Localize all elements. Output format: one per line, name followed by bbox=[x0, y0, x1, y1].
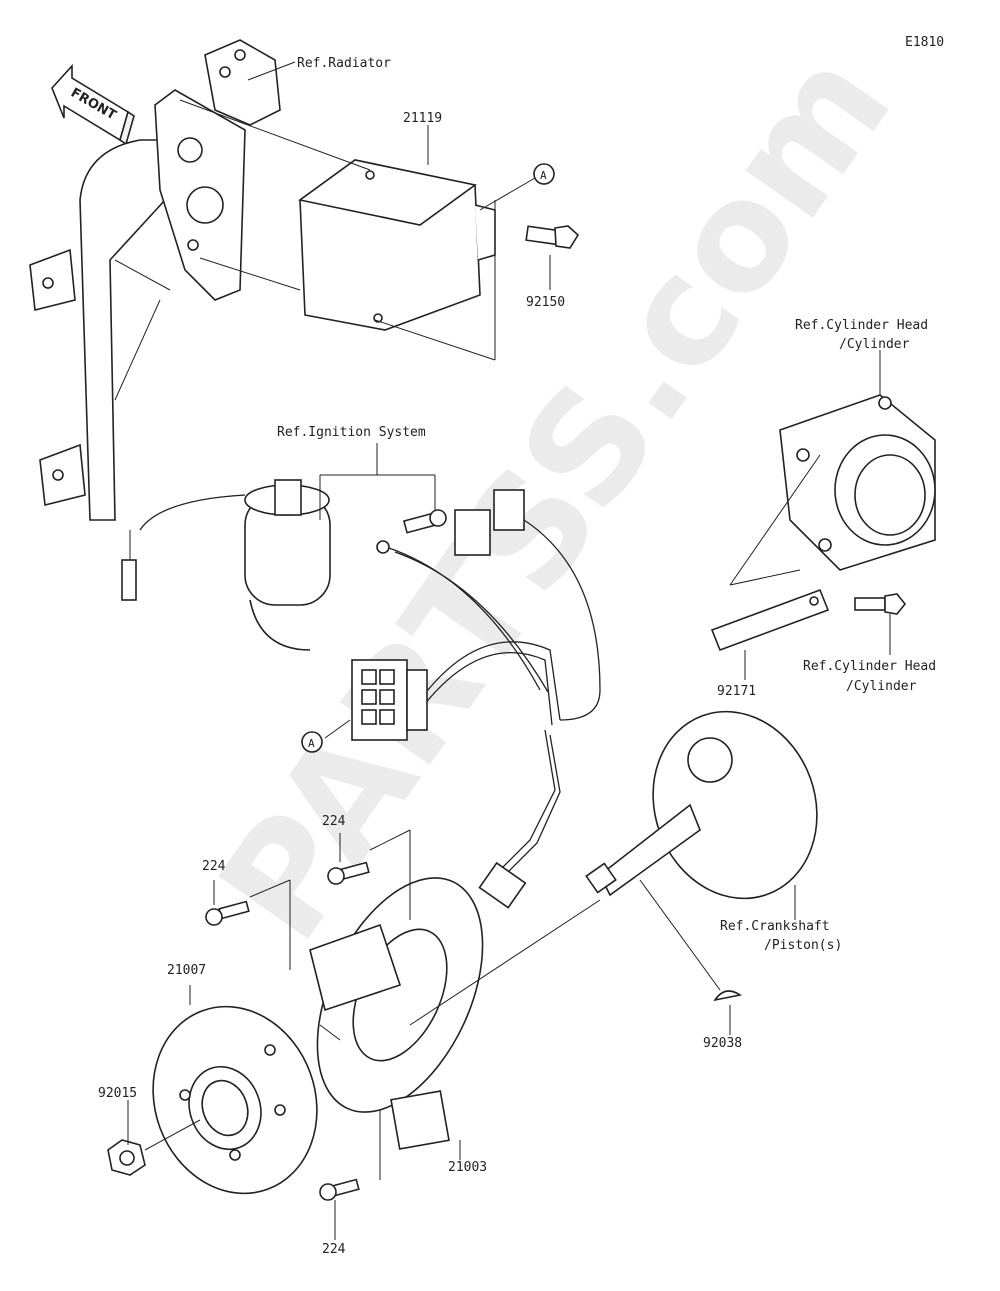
cylinder-head bbox=[779, 394, 936, 571]
ignition-coil bbox=[121, 479, 331, 651]
frame-bracket bbox=[29, 39, 281, 521]
cdi-unit-21119 bbox=[298, 159, 496, 331]
label-ref-radiator: Ref.Radiator bbox=[297, 56, 391, 71]
screw-224-top bbox=[327, 861, 370, 885]
label-92038: 92038 bbox=[703, 1036, 742, 1051]
label-224-top: 224 bbox=[322, 814, 346, 829]
label-92171: 92171 bbox=[717, 684, 756, 699]
diagram-id: E1810 bbox=[905, 35, 944, 50]
label-21007: 21007 bbox=[167, 963, 206, 978]
nut-92015 bbox=[107, 1139, 146, 1176]
label-ref-ignition: Ref.Ignition System bbox=[277, 425, 426, 440]
stator-21003 bbox=[309, 877, 484, 1150]
label-ref-crank-2: /Piston(s) bbox=[764, 938, 842, 953]
bolt-92150 bbox=[525, 225, 580, 249]
connector-6pin bbox=[351, 659, 428, 741]
bolt-cylinder-head bbox=[854, 593, 907, 615]
label-ref-cyl-head-top-1: Ref.Cylinder Head bbox=[795, 318, 928, 333]
leader-lines bbox=[127, 61, 891, 1240]
screw-224-left bbox=[205, 900, 250, 926]
wiring-harness bbox=[376, 489, 601, 909]
label-marker-a-top: A bbox=[540, 169, 547, 182]
flywheel-21007 bbox=[152, 1005, 318, 1195]
key-92038 bbox=[713, 990, 743, 1002]
label-ref-crank-1: Ref.Crankshaft bbox=[720, 919, 830, 934]
crankshaft bbox=[585, 710, 818, 900]
coil-screw bbox=[402, 509, 447, 534]
callout-labels: Ref.Radiator 21119 A 92150 Ref.Cylinder … bbox=[98, 56, 936, 1257]
label-marker-a-bottom: A bbox=[308, 737, 315, 750]
plate-92171 bbox=[710, 588, 830, 652]
label-224-bottom: 224 bbox=[322, 1242, 346, 1257]
label-ref-cyl-head-bot-1: Ref.Cylinder Head bbox=[803, 659, 936, 674]
screw-224-bottom bbox=[319, 1178, 360, 1201]
label-92150: 92150 bbox=[526, 295, 565, 310]
label-224-left: 224 bbox=[202, 859, 226, 874]
label-ref-cyl-head-bot-2: /Cylinder bbox=[846, 679, 917, 694]
label-ref-cyl-head-top-2: /Cylinder bbox=[839, 337, 910, 352]
label-92015: 92015 bbox=[98, 1086, 137, 1101]
label-21003: 21003 bbox=[448, 1160, 487, 1175]
front-arrow-icon: FRONT bbox=[51, 63, 135, 146]
label-21119: 21119 bbox=[403, 111, 442, 126]
